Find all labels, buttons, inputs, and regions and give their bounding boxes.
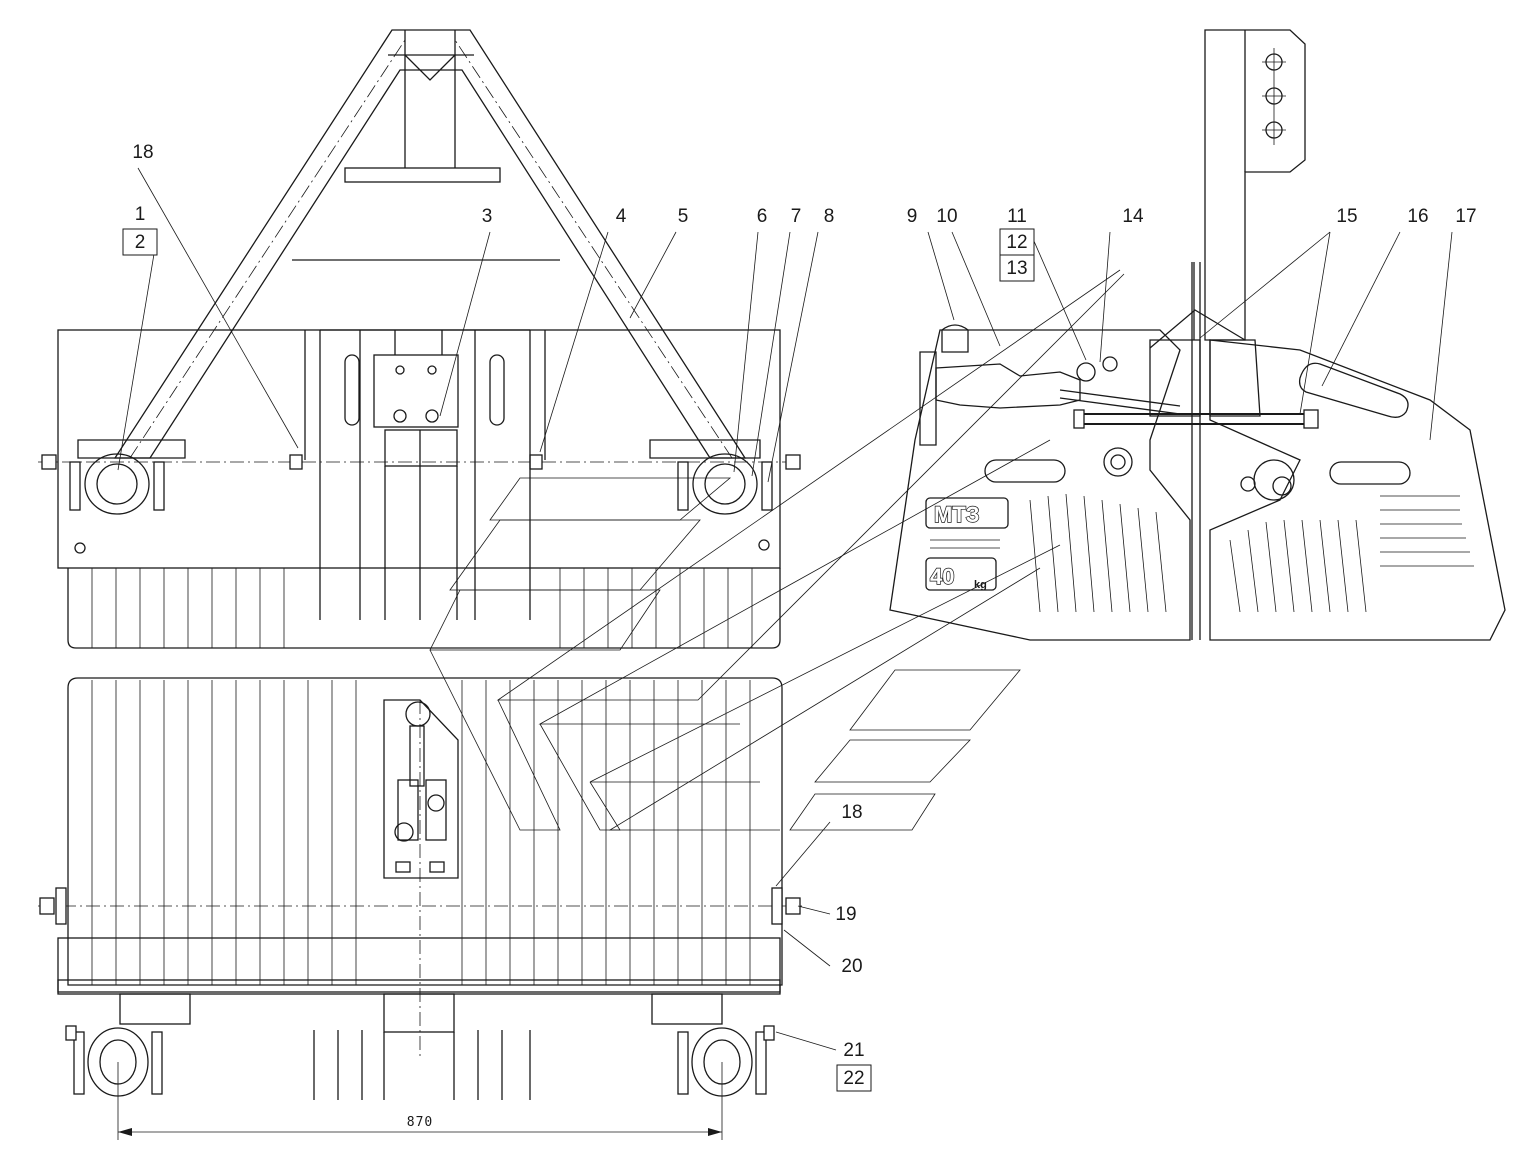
callout-5: 5 <box>678 206 689 227</box>
callout-7: 7 <box>791 206 802 227</box>
callout-12: 12 <box>1006 232 1027 253</box>
roller-right <box>677 453 773 515</box>
callout-box-12 <box>999 228 1035 256</box>
callout-16: 16 <box>1407 206 1428 227</box>
callout-19: 19 <box>835 904 856 925</box>
callout-box-2 <box>122 228 158 256</box>
callout-10: 10 <box>936 206 957 227</box>
callout-14: 14 <box>1122 206 1144 227</box>
callout-21: 21 <box>843 1040 864 1061</box>
callout-2: 2 <box>135 232 146 253</box>
weight-stamp: МТЗ 40 kg <box>925 497 1009 591</box>
leader-lines <box>117 167 1453 1051</box>
callout-6: 6 <box>757 206 768 227</box>
ribs-lower <box>91 680 751 985</box>
weight-brand: МТЗ <box>934 502 980 527</box>
hitch-link <box>383 699 459 879</box>
callout-22: 22 <box>843 1068 864 1089</box>
side-view: МТЗ 40 kg <box>889 29 1506 641</box>
front-view-upper <box>38 29 801 649</box>
callout-4: 4 <box>616 206 627 227</box>
side-weight-left: МТЗ 40 kg <box>889 329 1191 641</box>
callout-11: 11 <box>1007 206 1027 227</box>
callout-9: 9 <box>907 206 918 227</box>
side-weight-right <box>1209 339 1506 641</box>
dimension-label: 870 <box>407 1115 433 1130</box>
weight-mass: 40 <box>930 564 954 589</box>
callout-18: 18 <box>841 802 862 823</box>
callout-8: 8 <box>824 206 835 227</box>
weight-stack-front <box>304 329 546 620</box>
callout-18: 18 <box>132 142 153 163</box>
callout-17: 17 <box>1455 206 1476 227</box>
callout-box-22 <box>836 1064 872 1092</box>
dimension-line: 870 <box>117 1062 723 1140</box>
callout-20: 20 <box>841 956 862 977</box>
callout-1: 1 <box>135 204 146 225</box>
ribs-upper <box>67 568 781 649</box>
callout-13: 13 <box>1006 258 1027 279</box>
callout-15: 15 <box>1336 206 1357 227</box>
shackle <box>919 324 1118 446</box>
callout-box-13 <box>999 254 1035 282</box>
plan-view-lower: 870 <box>38 677 805 1140</box>
callout-3: 3 <box>482 206 493 227</box>
axis-bolts <box>41 454 801 470</box>
roller-left <box>69 453 165 515</box>
